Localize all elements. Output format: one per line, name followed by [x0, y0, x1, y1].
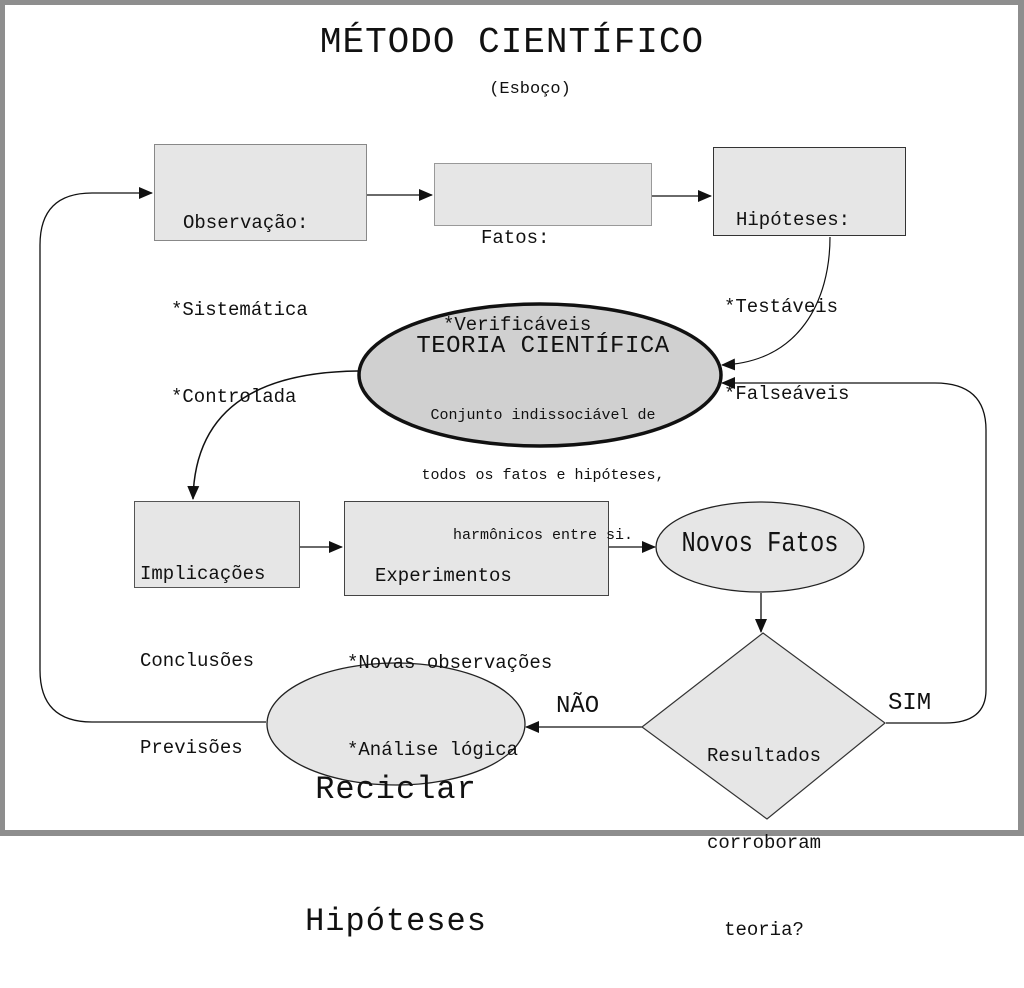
edge-label-sim: SIM — [888, 690, 932, 717]
diagram-frame — [0, 0, 1024, 836]
node-implicacoes-item: Implicações — [140, 563, 266, 585]
diagram-title: MÉTODO CIENTÍFICO — [319, 22, 705, 63]
edge-teoria-implicacoes — [187, 370, 359, 500]
novos-fatos-ellipse — [655, 501, 865, 593]
teoria-description: Conjunto indissociável de todos os fatos… — [360, 366, 726, 566]
node-implicacoes: Implicações Conclusões Previsões — [134, 501, 300, 759]
decision-diamond — [641, 632, 886, 820]
node-hipoteses: Hipóteses: *Testáveis *Falseáveis — [713, 147, 906, 405]
novos-fatos-label: Novos Fatos — [681, 527, 839, 560]
node-hipoteses-heading: Hipóteses: — [736, 209, 851, 231]
node-experimentos-heading: Experimentos — [375, 565, 512, 587]
node-experimentos: Experimentos *Novas observações *Análise… — [344, 501, 609, 761]
decision-text: Resultados corroboram teoria? — [650, 684, 878, 974]
node-hipoteses-item: *Falseáveis — [724, 383, 850, 405]
node-experimentos-item: *Novas observações — [347, 652, 553, 674]
node-observacao: Observação: *Sistemática *Controlada — [154, 144, 367, 408]
connectors-layer — [39, 187, 987, 820]
edge-label-nao: NÃO — [556, 693, 600, 720]
node-implicacoes-item: Previsões — [140, 737, 243, 759]
reciclar-text-line: Hipóteses — [305, 903, 487, 940]
edge-reciclar-observacao — [39, 187, 266, 723]
decision-text-line: teoria? — [724, 919, 804, 941]
node-implicacoes-item: Conclusões — [140, 650, 255, 672]
node-observacao-item: *Controlada — [171, 386, 297, 408]
teoria-ellipse — [357, 302, 723, 448]
decision-text-line: Resultados — [706, 745, 822, 767]
teoria-description-line: harmônicos entre si. — [452, 527, 634, 544]
node-hipoteses-item: *Testáveis — [724, 296, 839, 318]
node-experimentos-item: *Análise lógica — [347, 739, 519, 761]
edge-decisao-teoria-sim — [721, 377, 987, 724]
teoria-description-line: todos os fatos e hipóteses, — [421, 467, 665, 484]
node-observacao-heading: Observação: — [183, 212, 309, 234]
node-observacao-item: *Sistemática — [171, 299, 308, 321]
reciclar-text: Reciclar Hipóteses — [268, 680, 524, 988]
teoria-description-line: Conjunto indissociável de — [430, 407, 656, 424]
node-fatos: Fatos: *Verificáveis — [434, 163, 652, 336]
node-fatos-heading: Fatos: — [481, 227, 550, 249]
diagram-subtitle: (Esboço) — [489, 80, 571, 99]
reciclar-ellipse — [266, 662, 526, 786]
edge-hipoteses-teoria — [721, 236, 831, 371]
teoria-title: TEORIA CIENTÍFICA — [416, 333, 670, 360]
node-fatos-item: *Verificáveis — [443, 314, 592, 336]
reciclar-text-line: Reciclar — [315, 771, 477, 808]
decision-text-line: corroboram — [706, 832, 822, 854]
